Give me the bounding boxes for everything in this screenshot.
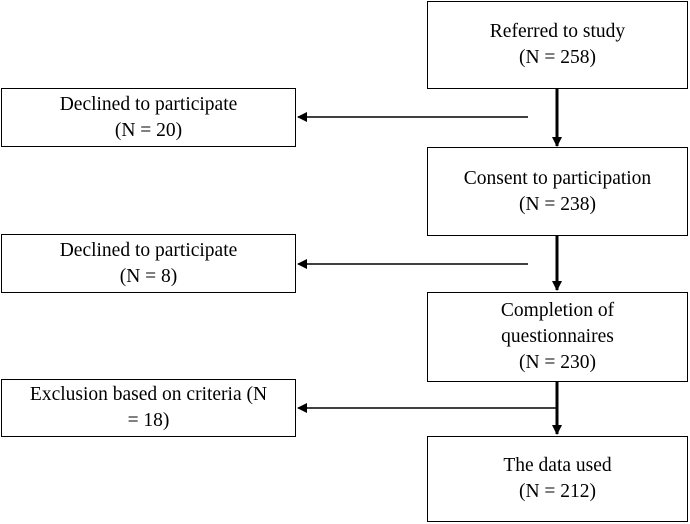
exclusion-count: = 18) — [127, 410, 170, 431]
exclusion-count: (N = 20) — [114, 119, 183, 141]
step-count: (N = 258) — [518, 47, 597, 68]
step-referred: Referred to study (N = 258) — [427, 1, 688, 89]
exclusion-criteria: Exclusion based on criteria (N = 18) — [1, 379, 296, 437]
step-completion: Completion of questionnaires (N = 230) — [427, 292, 688, 382]
step-label: Referred to study — [489, 21, 626, 42]
step-data-used: The data used (N = 212) — [427, 436, 688, 522]
exclusion-count: (N = 8) — [119, 265, 178, 287]
step-count: (N = 230) — [518, 352, 597, 373]
exclusion-label: Declined to participate — [59, 93, 238, 115]
exclusion-label: Declined to participate — [59, 239, 238, 261]
step-label: Completion of questionnaires — [500, 300, 615, 347]
step-count: (N = 238) — [518, 193, 597, 215]
step-label: The data used — [503, 455, 612, 476]
exclusion-declined-2: Declined to participate (N = 8) — [1, 234, 296, 293]
exclusion-label: Exclusion based on criteria (N — [29, 384, 268, 405]
step-consent: Consent to participation (N = 238) — [427, 147, 688, 236]
step-label: Consent to participation — [463, 167, 652, 189]
step-count: (N = 212) — [518, 481, 597, 502]
exclusion-declined-1: Declined to participate (N = 20) — [1, 88, 296, 147]
